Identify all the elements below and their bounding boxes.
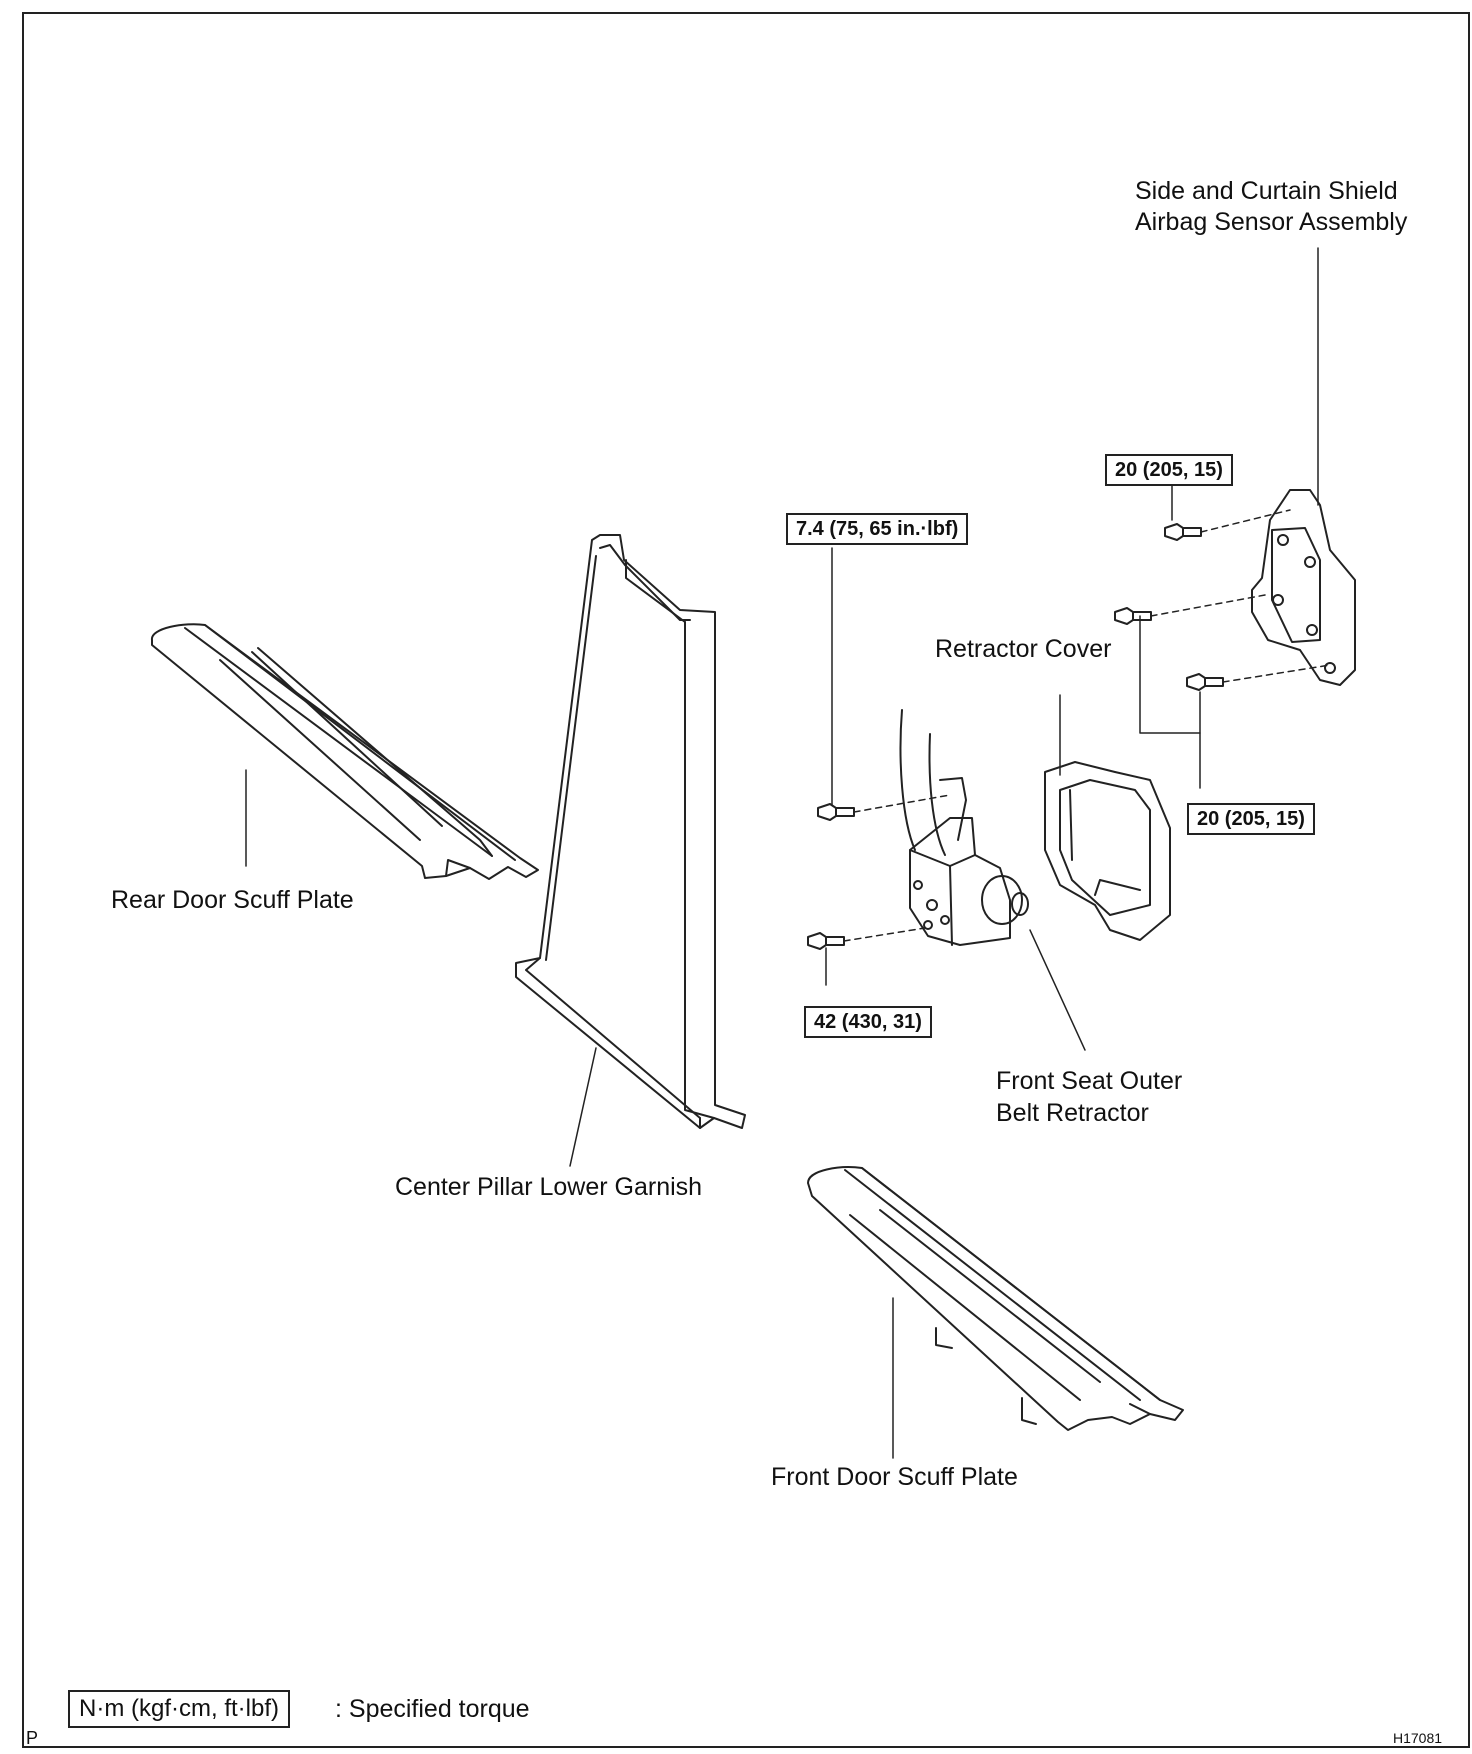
center-pillar-lower-garnish-label: Center Pillar Lower Garnish — [395, 1173, 703, 1201]
rear-door-scuff-plate — [151, 623, 539, 880]
torque-retractor-lower: 42 (430, 31) — [804, 1006, 932, 1038]
front-seat-outer-belt-retractor-label-line2: Belt Retractor — [996, 1099, 1149, 1127]
airbag-sensor-label-line2: Airbag Sensor Assembly — [1135, 208, 1408, 236]
front-door-scuff-plate-label: Front Door Scuff Plate — [771, 1463, 1018, 1491]
torque-airbag-lower: 20 (205, 15) — [1187, 803, 1315, 835]
center-pillar-lower-garnish — [515, 534, 746, 1129]
alignment-lines — [843, 509, 1331, 942]
airbag-sensor-label-line1: Side and Curtain Shield — [1135, 177, 1398, 205]
retractor-cover — [1044, 761, 1171, 941]
retractor-cover-label: Retractor Cover — [935, 635, 1112, 663]
figure-code: H17081 — [1393, 1730, 1443, 1746]
torque-airbag-upper: 20 (205, 15) — [1105, 454, 1233, 486]
legend-torque-unit-box: N·m (kgf·cm, ft·lbf) — [68, 1690, 290, 1728]
front-seat-outer-belt-retractor-label-line1: Front Seat Outer — [996, 1067, 1183, 1095]
front-seat-outer-belt-retractor — [909, 777, 1029, 946]
diagram-frame — [22, 12, 1470, 1748]
bolts — [807, 523, 1224, 950]
front-door-scuff-plate — [807, 1166, 1184, 1431]
legend-text: : Specified torque — [335, 1695, 530, 1723]
torque-retractor-upper: 7.4 (75, 65 in.·lbf) — [786, 513, 969, 545]
corner-mark: P — [26, 1728, 39, 1748]
belt-strap — [899, 709, 946, 856]
rear-door-scuff-plate-label: Rear Door Scuff Plate — [111, 886, 354, 914]
airbag-sensor-assembly — [1251, 489, 1356, 686]
